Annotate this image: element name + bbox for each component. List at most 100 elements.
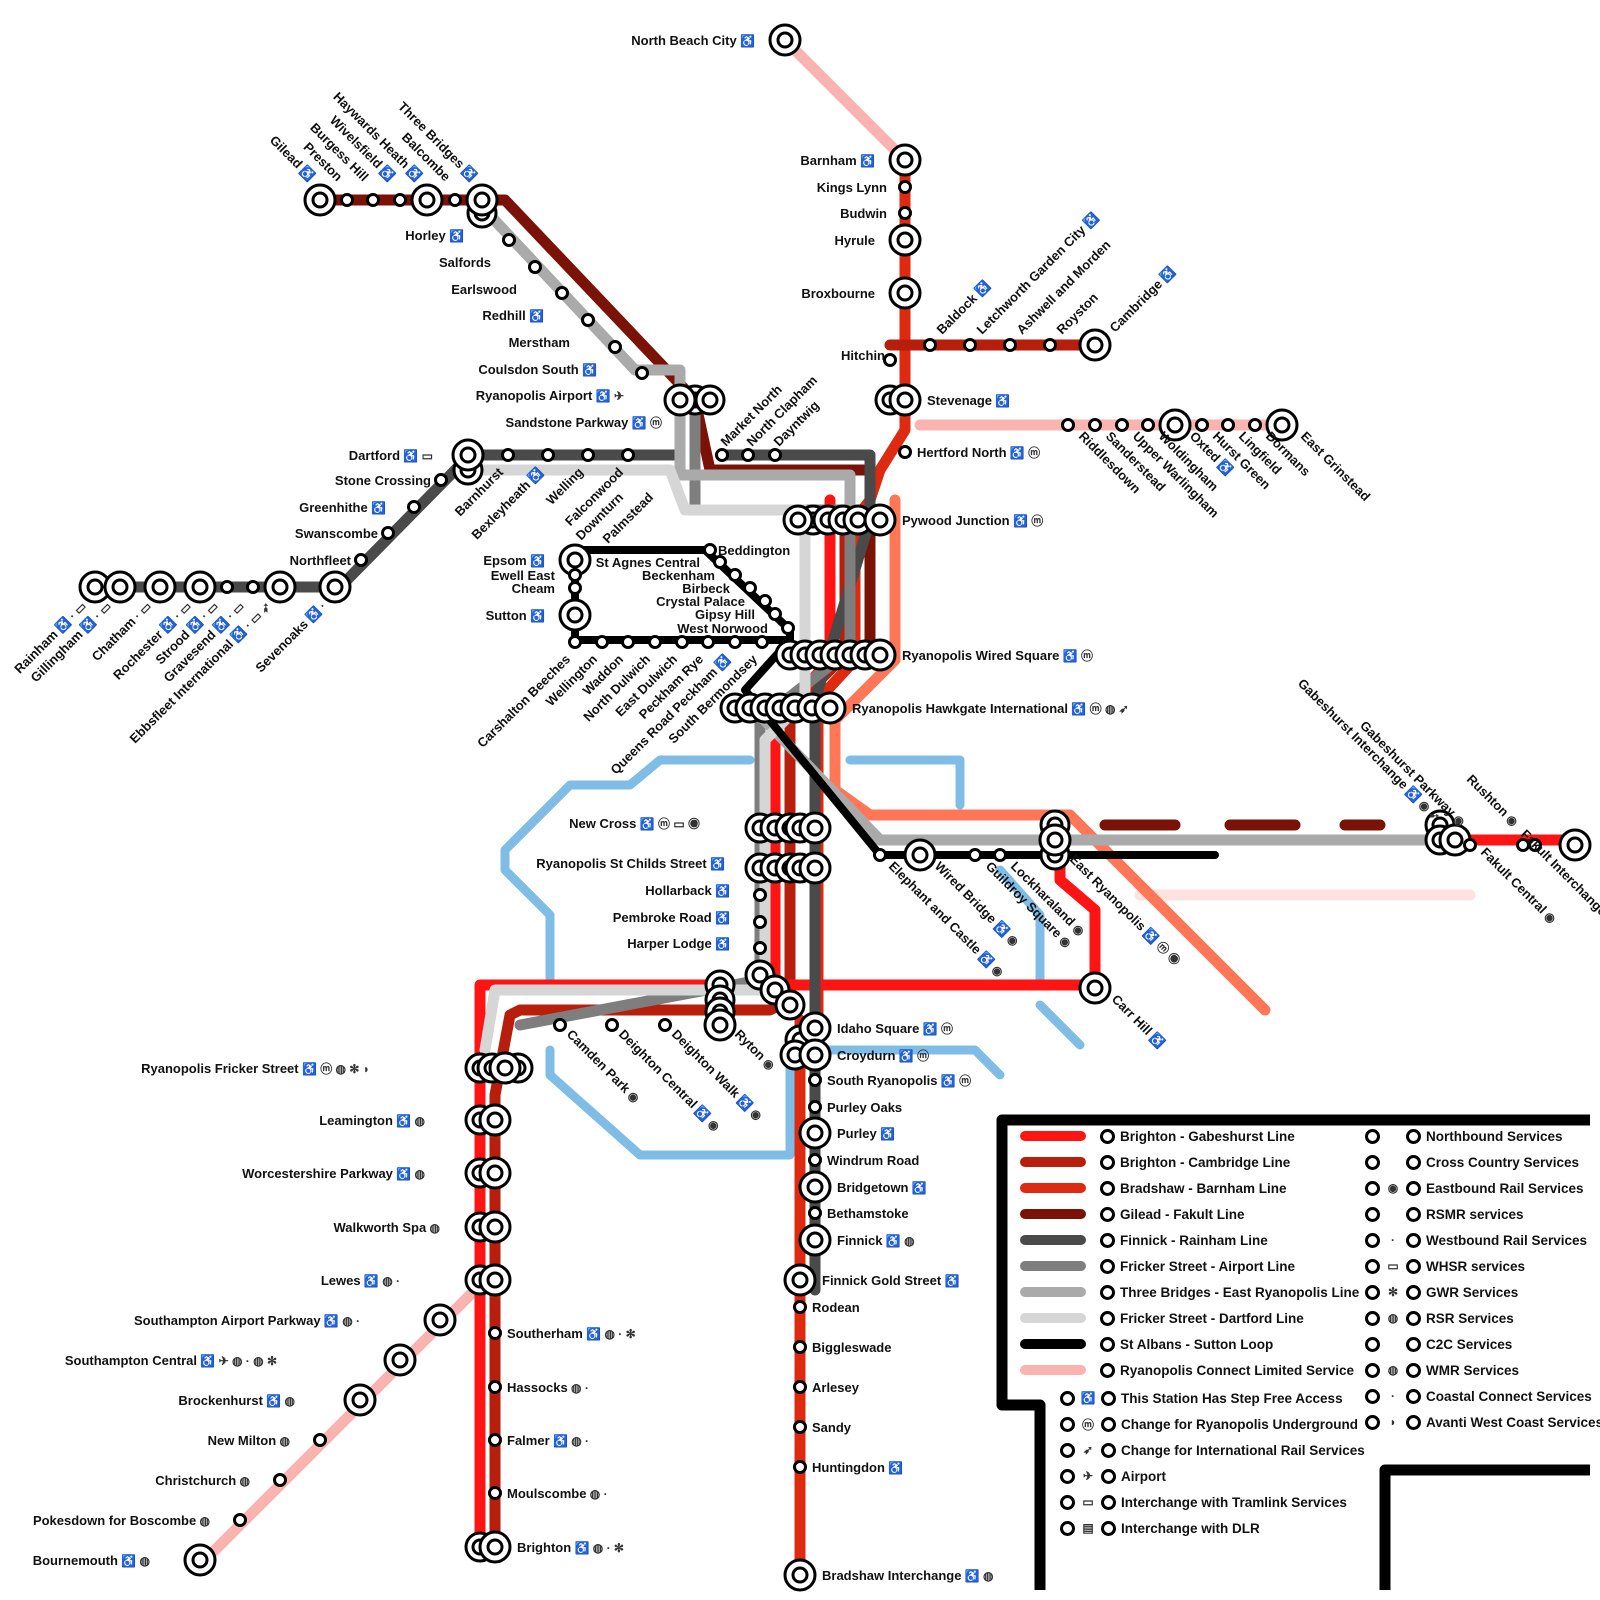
station-marker-stone-crossing[interactable] xyxy=(436,475,447,486)
station-marker-guildroy-square[interactable] xyxy=(970,850,981,861)
station-marker-barnhurst[interactable] xyxy=(503,450,514,461)
station-marker-budwin[interactable] xyxy=(900,208,911,219)
station-marker-hertford-north[interactable] xyxy=(900,447,911,458)
station-label-walkworth-spa[interactable]: Walkworth Spa ◍ xyxy=(333,1220,440,1235)
station-marker-gipsy-hill[interactable] xyxy=(770,609,781,620)
station-marker-waddon[interactable] xyxy=(623,637,634,648)
station-marker-salfords[interactable] xyxy=(504,235,515,246)
station-marker-pembroke-road[interactable] xyxy=(755,917,766,928)
station-label-southerham[interactable]: Southerham ♿ ◍ · ✻ xyxy=(507,1326,636,1341)
station-label-sutton[interactable]: Sutton ♿ xyxy=(486,608,545,623)
station-label-hertford-north[interactable]: Hertford North ♿ ⓜ xyxy=(917,445,1040,460)
station-marker-new-milton[interactable] xyxy=(315,1435,326,1446)
station-label-hassocks[interactable]: Hassocks ◍ · xyxy=(507,1380,589,1395)
station-marker-dayntwig[interactable] xyxy=(770,450,781,461)
station-label-coulsdon-south[interactable]: Coulsdon South ♿ xyxy=(478,362,597,377)
station-label-gipsy-hill[interactable]: Gipsy Hill xyxy=(695,607,755,622)
station-marker-arlesey[interactable] xyxy=(795,1382,806,1393)
station-marker-bethamstoke[interactable] xyxy=(810,1208,821,1219)
station-label-ryanopolis-hawkgate-international[interactable]: Ryanopolis Hawkgate International ♿ ⓜ ◍ … xyxy=(852,701,1129,716)
station-marker-crystal-palace[interactable] xyxy=(760,596,771,607)
station-marker-northfleet[interactable] xyxy=(356,555,367,566)
station-label-gabeshurst-parkway[interactable]: Gabeshurst Parkway ◉ xyxy=(1357,718,1469,830)
station-marker-camden-park[interactable] xyxy=(555,1020,566,1031)
station-label-idaho-square[interactable]: Idaho Square ♿ ⓜ xyxy=(837,1021,953,1036)
station-marker-royston[interactable] xyxy=(1045,340,1056,351)
station-marker-ryanopolis-airport[interactable] xyxy=(637,368,648,379)
station-label-brockenhurst[interactable]: Brockenhurst ♿ ◍ xyxy=(178,1393,295,1408)
station-marker-riddlesdown[interactable] xyxy=(1063,420,1074,431)
station-label-windrum-road[interactable]: Windrum Road xyxy=(827,1153,919,1168)
station-label-bridgetown[interactable]: Bridgetown ♿ xyxy=(837,1180,927,1195)
station-label-christchurch[interactable]: Christchurch ◍ xyxy=(155,1473,250,1488)
station-label-epsom[interactable]: Epsom ♿ xyxy=(483,553,545,568)
station-label-gabeshurst-interchange[interactable]: Gabeshurst Interchange ♿ ◉ ➶ xyxy=(1295,676,1444,825)
station-marker-market-north[interactable] xyxy=(717,450,728,461)
station-label-merstham[interactable]: Merstham xyxy=(509,335,570,350)
station-label-greenhithe[interactable]: Greenhithe ♿ xyxy=(299,500,386,515)
station-marker-st-agnes-central[interactable] xyxy=(715,557,726,568)
station-marker-west-norwood[interactable] xyxy=(783,623,794,634)
station-marker-elephant-and-castle[interactable] xyxy=(875,850,886,861)
station-label-kings-lynn[interactable]: Kings Lynn xyxy=(817,180,887,195)
station-marker-cheam[interactable] xyxy=(570,583,581,594)
station-marker-carshalton-beeches[interactable] xyxy=(570,637,581,648)
station-label-southampton-airport-parkway[interactable]: Southampton Airport Parkway ♿ ◍ · xyxy=(134,1313,360,1328)
station-label-bethamstoke[interactable]: Bethamstoke xyxy=(827,1206,909,1221)
station-label-northfleet[interactable]: Northfleet xyxy=(290,553,352,568)
station-label-pembroke-road[interactable]: Pembroke Road ♿ xyxy=(613,910,730,925)
station-label-pokesdown-for-boscombe[interactable]: Pokesdown for Boscombe ◍ xyxy=(33,1513,211,1528)
station-marker-purley-oaks[interactable] xyxy=(810,1102,821,1113)
station-label-beddington[interactable]: Beddington xyxy=(718,543,790,558)
station-marker-ashwell-and-morden[interactable] xyxy=(1005,340,1016,351)
station-label-worcestershire-parkway[interactable]: Worcestershire Parkway ♿ ◍ xyxy=(242,1166,425,1181)
station-label-south-ryanopolis[interactable]: South Ryanopolis ♿ ⓜ xyxy=(827,1073,971,1088)
station-marker-upper-warlingham[interactable] xyxy=(1117,420,1128,431)
station-marker-south-bermondsey[interactable] xyxy=(757,637,768,648)
station-label-harper-lodge[interactable]: Harper Lodge ♿ xyxy=(627,936,730,951)
station-label-ryanopolis-wired-square[interactable]: Ryanopolis Wired Square ♿ ⓜ xyxy=(902,648,1093,663)
station-marker-deighton-central[interactable] xyxy=(607,1020,618,1031)
station-marker-east-dulwich[interactable] xyxy=(677,637,688,648)
station-label-rushton[interactable]: Rushton ◉ xyxy=(1464,771,1522,829)
station-marker-wellington[interactable] xyxy=(597,637,608,648)
station-label-arlesey[interactable]: Arlesey xyxy=(812,1380,860,1395)
station-marker-deighton-walk[interactable] xyxy=(660,1020,671,1031)
station-marker-sanderstead[interactable] xyxy=(1090,420,1101,431)
station-label-lewes[interactable]: Lewes ♿ ◍ · xyxy=(321,1273,400,1288)
station-marker-huntingdon[interactable] xyxy=(795,1462,806,1473)
station-label-huntingdon[interactable]: Huntingdon ♿ xyxy=(812,1460,903,1475)
station-label-new-cross[interactable]: New Cross ♿ ⓜ ▭ ◉ xyxy=(569,816,700,831)
station-marker-hitchin[interactable] xyxy=(885,355,896,366)
station-label-cheam[interactable]: Cheam xyxy=(512,581,555,596)
station-marker-lingfield[interactable] xyxy=(1223,420,1234,431)
station-label-purley[interactable]: Purley ♿ xyxy=(837,1126,895,1141)
station-marker-harper-lodge[interactable] xyxy=(755,943,766,954)
station-marker-rodean[interactable] xyxy=(795,1302,806,1313)
station-label-barnham[interactable]: Barnham ♿ xyxy=(800,153,875,168)
station-marker-north-clapham[interactable] xyxy=(743,450,754,461)
station-label-leamington[interactable]: Leamington ♿ ◍ xyxy=(319,1113,425,1128)
station-marker-peckham-rye[interactable] xyxy=(703,637,714,648)
station-label-dartford[interactable]: Dartford ♿ ▭ xyxy=(349,448,433,463)
station-label-falmer[interactable]: Falmer ♿ ◍ · xyxy=(507,1433,589,1448)
station-marker-balcombe[interactable] xyxy=(450,195,461,206)
station-marker-south-ryanopolis[interactable] xyxy=(810,1075,821,1086)
station-label-brighton[interactable]: Brighton ♿ ◍ · ✻ xyxy=(517,1540,624,1555)
station-label-earlswood[interactable]: Earlswood xyxy=(451,282,517,297)
station-label-sandstone-parkway[interactable]: Sandstone Parkway ♿ ⓜ xyxy=(506,415,662,430)
station-marker-lockharaland[interactable] xyxy=(995,850,1006,861)
station-marker-queens-road-peckham[interactable] xyxy=(730,637,741,648)
station-marker-bexleyheath[interactable] xyxy=(543,450,554,461)
station-label-finnick[interactable]: Finnick ♿ ◍ xyxy=(837,1233,915,1248)
station-label-bournemouth[interactable]: Bournemouth ♿ ◍ xyxy=(33,1553,151,1568)
station-marker-hollarback[interactable] xyxy=(755,890,766,901)
station-label-croydurn[interactable]: Croydurn ♿ ⓜ xyxy=(837,1048,929,1063)
station-marker-north-dulwich[interactable] xyxy=(650,637,661,648)
station-marker-welling[interactable] xyxy=(583,450,594,461)
station-label-hitchin[interactable]: Hitchin xyxy=(841,348,885,363)
station-label-carr-hill[interactable]: Carr Hill ♿ xyxy=(1109,992,1168,1051)
station-marker-christchurch[interactable] xyxy=(275,1475,286,1486)
station-marker-beckenham[interactable] xyxy=(730,570,741,581)
station-marker-falmer[interactable] xyxy=(490,1435,501,1446)
